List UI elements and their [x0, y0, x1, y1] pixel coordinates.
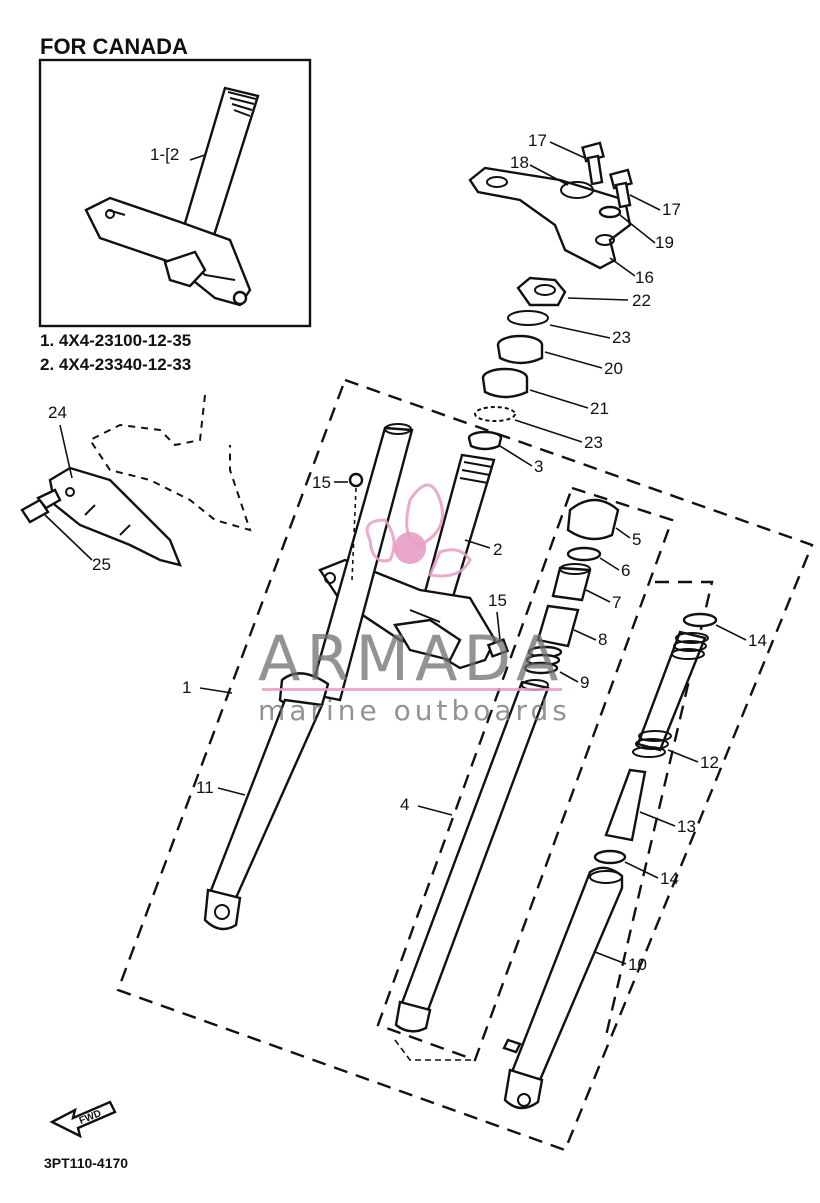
callout-9: 9 — [580, 673, 589, 692]
inset-title: FOR CANADA — [40, 34, 188, 59]
part-number-1: 1. 4X4-23100-12-35 — [40, 331, 191, 350]
callout-23b: 23 — [584, 433, 603, 452]
spring-boundary — [603, 580, 714, 1041]
callout-11: 11 — [196, 778, 214, 797]
seal-5 — [566, 498, 620, 541]
washer-23 — [507, 310, 549, 326]
fork-tube-left — [203, 423, 414, 931]
inset-steering-stem — [84, 86, 260, 307]
callout-14b: 14 — [660, 869, 679, 888]
callout-10: 10 — [628, 955, 647, 974]
inner-tube — [394, 679, 550, 1033]
race-21 — [481, 367, 529, 399]
clip-6 — [566, 546, 602, 562]
bracket-bolt — [20, 488, 62, 524]
watermark-brand: ARMADA — [258, 622, 564, 695]
callout-7: 7 — [612, 593, 621, 612]
fork-cap-13 — [604, 768, 647, 842]
callout-21: 21 — [590, 399, 609, 418]
callout-22: 22 — [632, 291, 651, 310]
callout-6: 6 — [621, 561, 630, 580]
spring-9 — [523, 645, 563, 675]
inset-leader — [189, 154, 206, 161]
inset-frame — [38, 58, 312, 328]
spacer-8 — [536, 604, 580, 648]
callout-4: 4 — [400, 795, 409, 814]
callout-12: 12 — [700, 753, 719, 772]
callout-17b: 17 — [662, 200, 681, 219]
upper-bracket — [468, 166, 632, 270]
race-20 — [496, 334, 544, 365]
callout-1: 1 — [182, 678, 191, 697]
callout-25: 25 — [92, 555, 111, 574]
callout-20: 20 — [604, 359, 623, 378]
assembly-boundary — [116, 378, 814, 1152]
fork-spring — [632, 630, 709, 758]
callout-17a: 17 — [528, 131, 547, 150]
circlip-14a — [682, 612, 718, 628]
callout-2: 2 — [493, 540, 502, 559]
bolt-17 — [581, 141, 633, 219]
fwd-label: FWD — [78, 1108, 103, 1127]
outer-tube-10 — [502, 866, 624, 1110]
part-number-2: 2. 4X4-23340-12-33 — [40, 355, 191, 374]
callout-3: 3 — [534, 457, 543, 476]
callout-5: 5 — [632, 530, 641, 549]
headlight-bracket — [48, 394, 252, 567]
callout-14a: 14 — [748, 631, 767, 650]
callout-16: 16 — [635, 268, 654, 287]
callout-13: 13 — [677, 817, 696, 836]
watermark-tagline: marine outboards — [258, 694, 571, 727]
bushing-7 — [551, 563, 592, 602]
callout-15b: 15 — [488, 591, 507, 610]
ball-race-3 — [467, 430, 503, 451]
callout-18: 18 — [510, 153, 529, 172]
callout-24: 24 — [48, 403, 67, 422]
inset-callout: 1-[2 — [150, 145, 179, 164]
ring-nut-22 — [516, 276, 567, 307]
bolt-15a — [348, 472, 364, 581]
watermark-logo: ARMADA marine outboards — [258, 483, 571, 727]
callout-23a: 23 — [612, 328, 631, 347]
callout-15a: 15 — [312, 473, 331, 492]
fwd-arrow-icon: FWD — [49, 1100, 117, 1139]
callout-19: 19 — [655, 233, 674, 252]
bolt-15b — [486, 638, 510, 658]
inner-fork-boundary — [376, 486, 674, 1062]
callout-8: 8 — [598, 630, 607, 649]
diagram-code: 3PT110-4170 — [44, 1155, 128, 1171]
circlip-14b — [593, 849, 627, 865]
ball-race-23 — [474, 406, 516, 422]
